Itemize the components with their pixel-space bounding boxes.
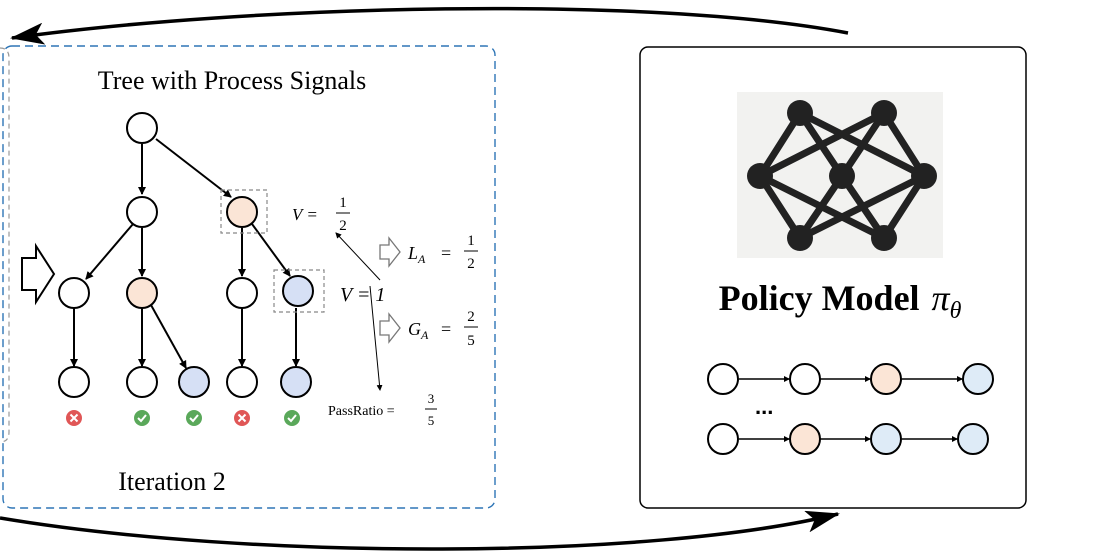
neural-network-icon <box>737 92 943 258</box>
iteration-label: Iteration 2 <box>118 467 226 496</box>
sequence-arrows <box>739 376 963 442</box>
sequence-1-step-4 <box>962 363 994 395</box>
sequence-2-step-3 <box>870 423 902 455</box>
input-arrow-icon <box>21 242 56 306</box>
svg-text:2: 2 <box>339 218 347 234</box>
svg-text:GA: GA <box>408 319 429 342</box>
svg-text:=: = <box>441 243 451 263</box>
previous-panel-edge <box>0 47 10 443</box>
sequence-2-step-4 <box>957 423 989 455</box>
value-half-annotation: V = 1 2 <box>292 195 350 234</box>
hollow-arrow-icon <box>379 312 401 344</box>
svg-text:5: 5 <box>467 333 475 349</box>
policy-title: Policy Model πθ <box>719 278 962 324</box>
tree-leaf-3 <box>178 366 210 398</box>
sequence-ellipsis: ... <box>755 394 773 419</box>
pass-icon <box>284 410 300 426</box>
local-advantage-annotation: LA = 1 2 <box>407 233 478 272</box>
sequence-1-step-2 <box>789 363 821 395</box>
svg-text:LA: LA <box>407 243 426 266</box>
svg-text:5: 5 <box>428 413 435 428</box>
svg-text:3: 3 <box>428 391 435 406</box>
sequence-1-step-1 <box>707 363 739 395</box>
sequence-2-step-2 <box>789 423 821 455</box>
feedback-arrow-top <box>10 6 849 45</box>
fail-icon <box>66 410 82 426</box>
tree-panel-title: Tree with Process Signals <box>98 66 366 95</box>
fail-icon <box>234 410 250 426</box>
svg-text:1: 1 <box>339 195 347 211</box>
sequence-1-step-3 <box>870 363 902 395</box>
tree-node-root <box>126 112 158 144</box>
pass-icon <box>134 410 150 426</box>
tree-node-l1-left <box>126 196 158 228</box>
sequence-2-step-1 <box>707 423 739 455</box>
svg-text:2: 2 <box>467 256 475 272</box>
svg-text:PassRatio =: PassRatio = <box>328 404 395 419</box>
hollow-arrow-icon <box>379 236 401 268</box>
tree-node-l2-4 <box>282 275 314 307</box>
tree-leaf-1 <box>58 366 90 398</box>
tree-panel <box>2 45 496 509</box>
tree-leaf-5 <box>280 366 312 398</box>
svg-text:V =: V = <box>292 205 318 224</box>
tree-edges <box>70 138 300 369</box>
highlight-box-node-b <box>273 269 325 313</box>
tree-node-l2-2 <box>126 277 158 309</box>
feedback-arrow-bottom <box>0 510 840 551</box>
svg-text:1: 1 <box>467 233 475 249</box>
global-advantage-annotation: GA = 2 5 <box>408 309 478 349</box>
value-arrows <box>335 232 383 391</box>
highlight-box-node-a <box>220 189 268 234</box>
value-one-annotation: V = 1 <box>340 284 385 306</box>
pass-ratio-annotation: PassRatio = 3 5 <box>328 391 437 428</box>
svg-text:=: = <box>441 319 451 339</box>
tree-node-l1-right <box>226 196 258 228</box>
tree-leaf-4 <box>226 366 258 398</box>
tree-node-l2-3 <box>226 277 258 309</box>
svg-text:2: 2 <box>467 309 475 325</box>
tree-node-l2-1 <box>58 277 90 309</box>
pass-icon <box>186 410 202 426</box>
tree-leaf-2 <box>126 366 158 398</box>
